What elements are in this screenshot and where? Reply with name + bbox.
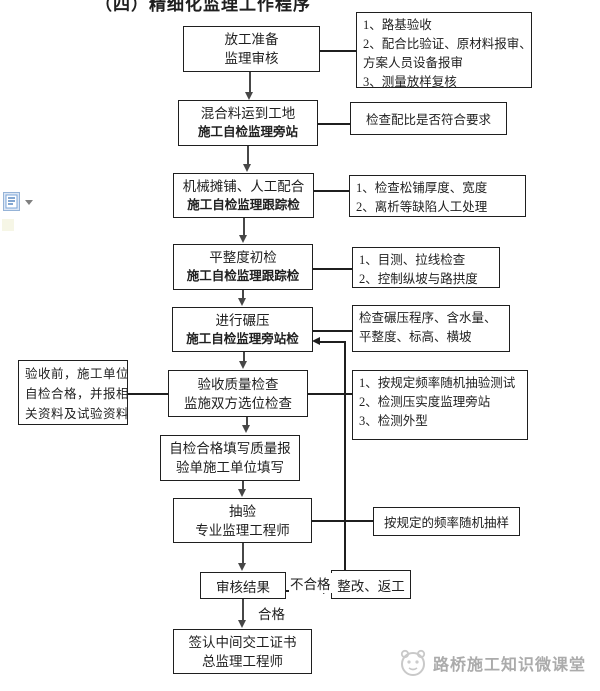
note-line: 方案人员设备报审	[363, 56, 464, 70]
arrowhead-icon	[239, 361, 247, 369]
node-text: 平整度初检	[209, 250, 277, 265]
arrowhead-icon	[238, 489, 246, 497]
node-text: 进行碾压	[215, 312, 270, 328]
node-text: 整改、返工	[337, 578, 405, 594]
flow-node-review-result: 审核结果	[200, 572, 286, 599]
flow-node-mixture-arrival: 混合料运到工地 施工自检监理旁站	[178, 100, 318, 146]
paste-options-icon	[3, 192, 20, 211]
paste-options-button[interactable]	[3, 192, 20, 211]
flow-node-paving: 机械摊铺、人工配合 施工自检监理跟踪检	[173, 173, 314, 218]
node-text: 监施双方选位检查	[184, 395, 292, 411]
flow-node-acceptance-check: 验收质量检查 监施双方选位检查	[168, 370, 308, 417]
note-line: 3、测量放样复核	[363, 75, 457, 88]
arrowhead-icon	[239, 235, 247, 243]
flow-node-prep: 放工准备 监理审核	[183, 26, 320, 72]
node-text: 施工自检监理跟踪检	[186, 269, 300, 283]
node-text: 混合料运到工地	[200, 106, 296, 121]
arrow-review-to-sign	[242, 599, 244, 621]
flow-node-sampling: 抽验 专业监理工程师	[173, 498, 312, 543]
node-text: 施工自检监理跟踪检	[187, 197, 300, 212]
arrow-prep-to-mix	[249, 72, 251, 93]
node-text: 施工自检监理旁站检	[186, 331, 299, 346]
node-text: 监理审核	[224, 51, 279, 66]
note-line: 2、检测压实度监理旁站	[359, 395, 491, 409]
arrowhead-icon	[238, 298, 246, 306]
arrow-mix-to-pave	[247, 146, 249, 165]
flow-note-acceptance-checks: 1、按规定频率随机抽验测试 2、检测压实度监理旁站 3、检测外型	[352, 370, 528, 440]
arrow-pave-to-flat	[243, 218, 245, 236]
paste-options-dropdown-icon[interactable]	[25, 200, 33, 205]
node-text: 验收质量检查	[197, 376, 279, 392]
node-text: 总监理工程师	[202, 653, 283, 669]
node-text: 验单施工单位填写	[176, 460, 284, 475]
flow-note-preparation-items: 1、路基验收 2、配合比验证、原材料报审、 方案人员设备报审 3、测量放样复核	[356, 12, 532, 88]
flow-note-rolling-checks: 检查碾压程序、含水量、 平整度、标高、横坡	[352, 305, 510, 352]
edge-label-fail: 不合格	[289, 573, 332, 593]
arrowhead-icon	[243, 164, 251, 172]
connector-roll-note5	[313, 330, 352, 332]
node-text: 专业监理工程师	[195, 522, 290, 538]
flow-node-rework: 整改、返工	[331, 570, 411, 599]
note-line: 2、离析等缺陷人工处理	[356, 200, 488, 214]
arrowhead-icon	[312, 337, 320, 345]
connector-mix-note2	[318, 123, 350, 125]
note-line: 按规定的频率随机抽样	[383, 516, 509, 530]
note-line: 2、配合比验证、原材料报审、	[363, 37, 532, 51]
edge-label-pass: 合格	[257, 603, 286, 623]
flow-note-check-mix-ratio: 检查配比是否符合要求	[350, 102, 507, 135]
note-line: 自检合格，并报相	[25, 387, 128, 401]
arrowhead-icon	[242, 425, 250, 433]
connector-sample-note7	[312, 520, 373, 522]
node-text: 审核结果	[216, 579, 270, 595]
note-line: 验收前，施工单位	[25, 367, 128, 381]
arrowhead-icon	[238, 563, 246, 571]
feedback-line-rework-up	[344, 341, 346, 570]
feedback-line-to-roll	[320, 341, 345, 343]
arrow-roll-to-accept	[243, 352, 245, 362]
arrow-fill-to-sample	[242, 481, 244, 490]
page-title: （四）精细化监理工作程序	[95, 0, 311, 14]
node-text: 施工自检监理旁站	[197, 125, 298, 139]
note-line: 1、目测、拉线检查	[359, 253, 466, 267]
flow-node-sign-certificate: 签认中间交工证书 总监理工程师	[173, 629, 312, 674]
note-line: 关资料及试验资料	[25, 407, 128, 421]
note-line: 检查碾压程序、含水量、	[359, 311, 497, 325]
note-line: 2、控制纵坡与路拱度	[359, 272, 478, 286]
node-text: 自检合格填写质量报	[169, 441, 291, 456]
connector-accept-note6	[308, 393, 352, 395]
connector-pave-note3	[314, 190, 349, 192]
arrow-sample-to-review	[242, 543, 244, 564]
note-line: 平整度、标高、横坡	[359, 330, 472, 344]
node-text: 抽验	[229, 503, 256, 519]
arrowhead-icon	[245, 92, 253, 100]
flow-note-pre-acceptance: 验收前，施工单位 自检合格，并报相 关资料及试验资料	[18, 360, 128, 425]
watermark-text: 路桥施工知识微课堂	[433, 657, 587, 674]
node-text: 放工准备	[224, 32, 279, 47]
note-line: 1、按规定频率随机抽验测试	[359, 376, 516, 390]
arrow-accept-to-fill	[246, 417, 248, 427]
flow-node-flatness-check: 平整度初检 施工自检监理跟踪检	[173, 244, 313, 290]
arrowhead-icon	[238, 620, 246, 628]
flow-note-random-sampling: 按规定的频率随机抽样	[373, 507, 520, 536]
flow-node-fill-quality-report: 自检合格填写质量报 验单施工单位填写	[160, 435, 300, 481]
flow-note-flatness-checks: 1、目测、拉线检查 2、控制纵坡与路拱度	[352, 247, 500, 288]
flow-note-paving-checks: 1、检查松铺厚度、宽度 2、离析等缺陷人工处理	[349, 175, 526, 217]
node-text: 签认中间交工证书	[188, 634, 297, 650]
connector-prenote-accept	[128, 393, 168, 395]
arrow-flat-to-roll	[242, 290, 244, 299]
margin-artifact	[2, 219, 14, 231]
connector-prep-note1	[320, 50, 356, 52]
note-line: 3、检测外型	[359, 414, 428, 428]
connector-flat-note4	[313, 268, 352, 270]
note-line: 检查配比是否符合要求	[365, 113, 491, 127]
watermark-logo-icon	[400, 649, 426, 676]
note-line: 1、检查松铺厚度、宽度	[356, 181, 488, 195]
watermark: 路桥施工知识微课堂	[398, 648, 586, 678]
node-text: 机械摊铺、人工配合	[182, 178, 305, 194]
note-line: 1、路基验收	[363, 18, 432, 32]
flow-node-rolling: 进行碾压 施工自检监理旁站检	[172, 307, 313, 352]
